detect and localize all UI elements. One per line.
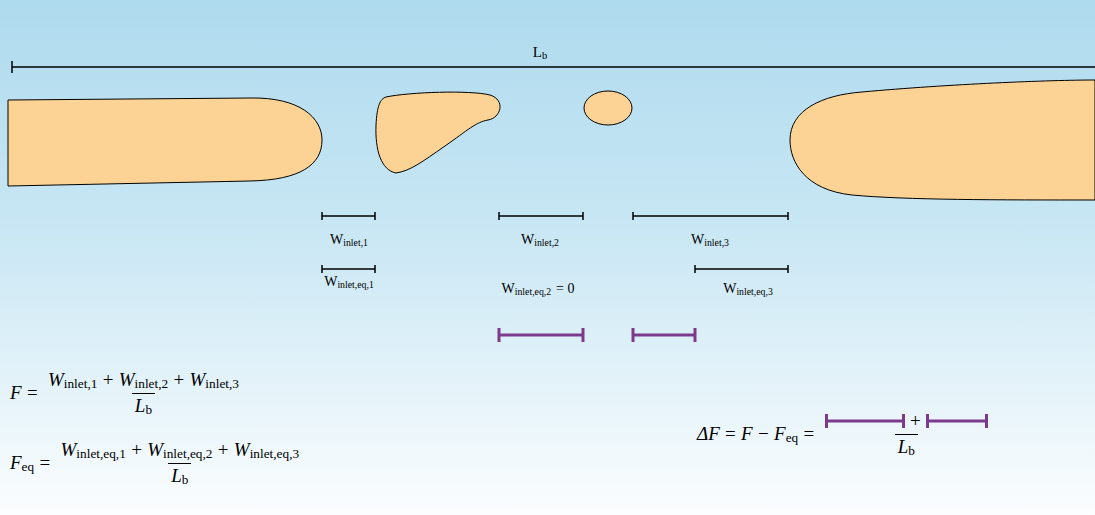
numerator: Winlet,1+Winlet,2+Winlet,3 [45, 369, 242, 393]
fraction: +Lb [822, 410, 991, 458]
dimension-label: Winlet,3 [691, 232, 729, 248]
formula: Feq=Winlet,eq,1+Winlet,eq,2+Winlet,eq,3L… [10, 439, 302, 487]
denominator: Lb [132, 393, 155, 417]
subscript-label: inlet,1 [343, 237, 368, 248]
dimension-line [322, 265, 375, 273]
formula-label: + [910, 410, 921, 432]
formula-label: = [804, 423, 815, 445]
formula-label: F [774, 423, 786, 445]
subscript-label: inlet,3 [205, 376, 239, 392]
subscript-label: b [145, 402, 152, 418]
subscript-label: inlet,2 [135, 376, 169, 392]
barrier-island [8, 98, 322, 186]
subscript-label: b [182, 472, 189, 488]
dimension-label: Winlet,2 [521, 232, 559, 248]
numerator: + [822, 410, 991, 434]
formula-label: + [131, 439, 142, 461]
formula-label: + [218, 439, 229, 461]
dimension-label: Winlet,eq,2 = 0 [502, 281, 575, 297]
barrier-island [376, 92, 500, 173]
formula: ΔF=F−Feq=+Lb [697, 410, 991, 458]
formula-label: W [330, 232, 343, 248]
formula-label: = [27, 382, 38, 404]
dimension-line [12, 61, 1095, 73]
subscript-label: eq [22, 459, 35, 475]
denominator: Lb [168, 463, 191, 487]
formula-label: L [171, 465, 182, 487]
difference-bar [499, 328, 583, 342]
subscript-label: b [542, 50, 547, 61]
dimension-label: Winlet,eq,3 [723, 281, 773, 297]
difference-bar [926, 413, 988, 429]
dimension-label: Winlet,eq,1 [324, 274, 374, 290]
subscript-label: inlet,eq,3 [736, 286, 772, 297]
fraction: Winlet,eq,1+Winlet,eq,2+Winlet,eq,3Lb [58, 439, 303, 487]
formula-label: + [173, 369, 184, 391]
difference-bar [927, 414, 986, 428]
formula-label: W [48, 369, 64, 391]
dimension-label: Lb [533, 44, 547, 61]
subscript-label: inlet,eq,1 [76, 446, 125, 462]
subscript-label: inlet,eq,2 [515, 286, 551, 297]
formula-label: L [898, 436, 909, 458]
formula-label: F [10, 452, 22, 474]
dimension-line [499, 212, 583, 220]
dimension-line [695, 265, 788, 273]
formula-label: W [723, 281, 736, 297]
numerator: Winlet,eq,1+Winlet,eq,2+Winlet,eq,3 [58, 439, 303, 463]
formula-label: F [741, 423, 753, 445]
formula-label: W [234, 439, 250, 461]
difference-bar [826, 414, 903, 428]
formula-label: W [61, 439, 77, 461]
denominator: Lb [895, 434, 918, 458]
subscript-label: inlet,eq,3 [250, 446, 299, 462]
formula-label: W [521, 232, 534, 248]
subscript-label: inlet,eq,2 [163, 446, 212, 462]
formula: F=Winlet,1+Winlet,2+Winlet,3Lb [10, 369, 242, 417]
formula-label: F [10, 382, 22, 404]
island-islet [584, 91, 632, 125]
formula-label: − [758, 423, 769, 445]
subscript-label: inlet,3 [704, 237, 729, 248]
formula-label: W [691, 232, 704, 248]
formula-label: = [725, 423, 736, 445]
formula-label: W [324, 274, 337, 290]
formula-label: W [119, 369, 135, 391]
formula-label: ΔF [697, 423, 720, 445]
dimension-line [322, 212, 375, 220]
subscript-label: b [908, 443, 915, 459]
formula-label: L [533, 44, 542, 61]
formula-label: = 0 [556, 281, 574, 297]
formula-label: W [147, 439, 163, 461]
subscript-label: inlet,1 [64, 376, 98, 392]
subscript-label: eq [786, 430, 799, 446]
subscript-label: inlet,2 [534, 237, 559, 248]
dimension-label: Winlet,1 [330, 232, 368, 248]
fraction: Winlet,1+Winlet,2+Winlet,3Lb [45, 369, 242, 417]
formula-label: + [103, 369, 114, 391]
formula-label: L [135, 395, 146, 417]
formula-label: W [502, 281, 515, 297]
subscript-label: inlet,eq,1 [337, 279, 373, 290]
formula-label: = [39, 452, 50, 474]
difference-bar [633, 328, 695, 342]
difference-bar [825, 413, 905, 429]
barrier-island [790, 80, 1095, 200]
dimension-line [633, 212, 788, 220]
formula-label: W [190, 369, 206, 391]
